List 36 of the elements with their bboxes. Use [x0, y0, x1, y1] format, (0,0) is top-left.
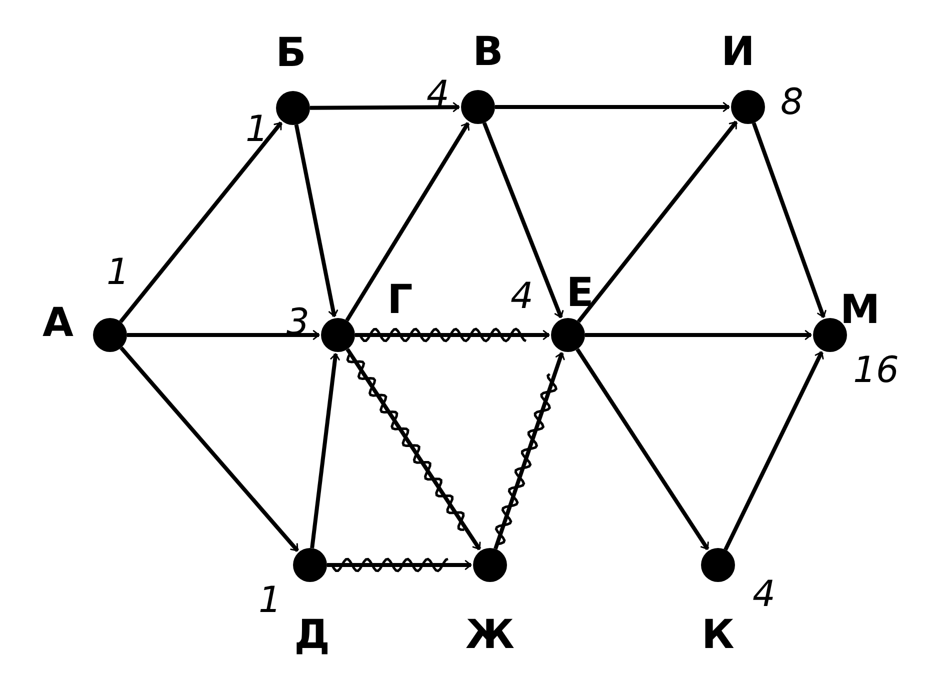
arrow — [495, 102, 730, 112]
arrow — [345, 122, 470, 322]
vertex-number: 1 — [258, 583, 282, 619]
arrow — [120, 346, 300, 552]
vertex-label: М — [840, 290, 880, 330]
vertex-label: К — [702, 615, 734, 655]
arrow — [127, 330, 320, 340]
arrow — [294, 124, 338, 318]
arrow — [310, 353, 340, 548]
arrow — [494, 352, 565, 550]
vertex-number: 4 — [426, 77, 450, 113]
vertex-number: 16 — [853, 353, 899, 389]
vertex-label: Е — [566, 273, 594, 313]
vertex-number: 1 — [246, 112, 268, 148]
arrow — [752, 122, 826, 318]
vertex-label: Д — [294, 615, 330, 655]
arrow — [724, 351, 824, 551]
arrow — [119, 122, 283, 324]
arrow — [310, 102, 460, 112]
arrow — [585, 330, 812, 340]
vertex-label: В — [472, 32, 504, 72]
arrow — [346, 348, 482, 550]
arrow — [355, 330, 550, 340]
vertex-number: 4 — [510, 279, 534, 315]
vertex-label: И — [721, 32, 755, 72]
vertex-number: 8 — [780, 85, 804, 121]
arrow — [576, 120, 738, 323]
arrow — [576, 348, 710, 550]
arrow — [327, 560, 472, 570]
vertex-label: Ж — [466, 615, 514, 655]
vertex-label: Б — [276, 33, 306, 73]
vertex-number: 4 — [752, 577, 776, 613]
vertex-number: 1 — [106, 255, 130, 291]
arrow — [482, 122, 564, 318]
vertex-label: А — [42, 303, 74, 343]
vertex-label: Г — [387, 280, 413, 320]
